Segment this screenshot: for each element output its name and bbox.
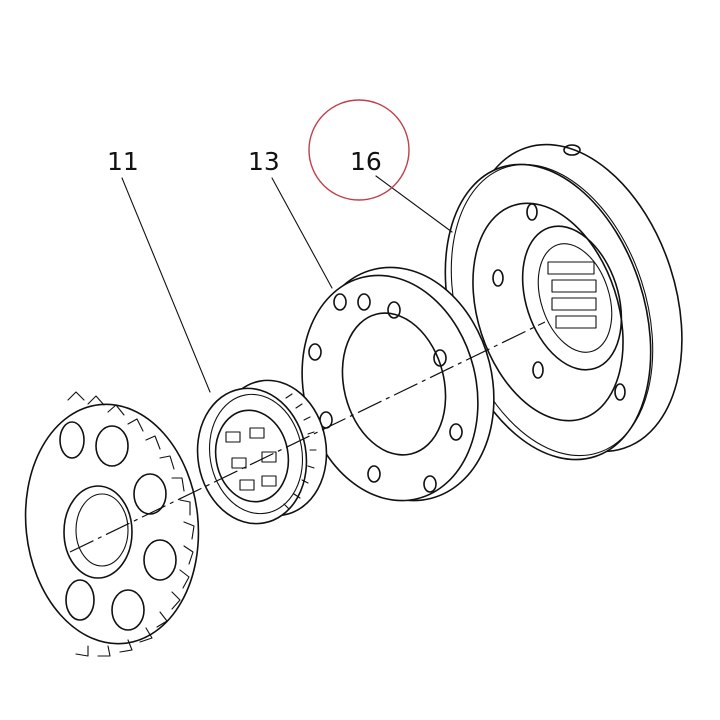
leader-line-16 (375, 175, 453, 233)
leader-line-11 (121, 177, 211, 393)
part-16-housing (444, 143, 683, 461)
part-11-sprocket (196, 379, 328, 525)
callout-16: 16 (350, 147, 382, 176)
callout-11: 11 (107, 147, 139, 176)
callout-13: 13 (248, 147, 280, 176)
leader-lines (121, 175, 453, 393)
part-13-ring (301, 266, 495, 502)
highlight-circle (308, 99, 410, 201)
center-axis (69, 321, 546, 553)
large-gear (24, 391, 200, 657)
leader-line-13 (271, 177, 333, 289)
